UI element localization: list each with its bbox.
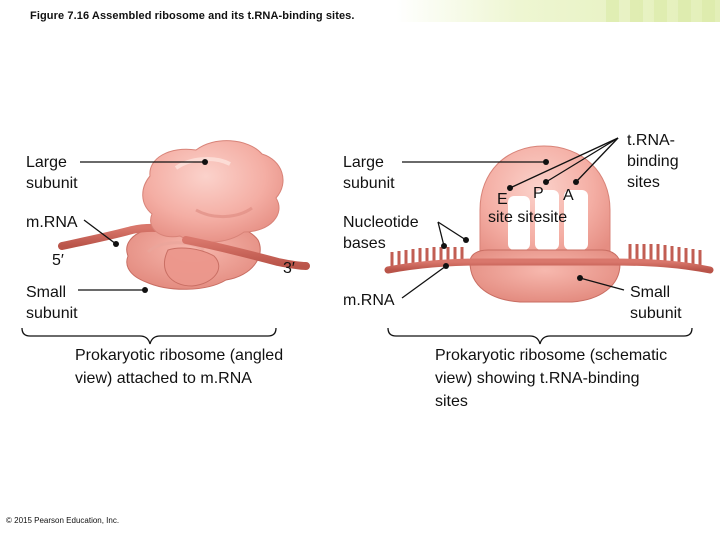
label-small-subunit-left: Small subunit bbox=[26, 284, 78, 322]
copyright-notice: © 2015 Pearson Education, Inc. bbox=[6, 516, 120, 525]
label-trna-binding-sites: t.RNA- binding sites bbox=[627, 132, 679, 191]
figure-title: Figure 7.16 Assembled ribosome and its t… bbox=[30, 10, 355, 22]
label-site-a: A bbox=[563, 187, 574, 204]
title-bar-stripe bbox=[606, 0, 619, 22]
title-bar-stripe bbox=[630, 0, 643, 22]
label-mrna-left: m.RNA bbox=[26, 214, 78, 231]
label-large-subunit-left: Large subunit bbox=[26, 154, 78, 192]
leader-lines bbox=[78, 137, 625, 299]
nucleotide-bases bbox=[390, 244, 702, 268]
schematic-small-subunit bbox=[469, 249, 621, 303]
label-three-prime: 3′ bbox=[283, 260, 295, 277]
caption-right: Prokaryotic ribosome (schematic view) sh… bbox=[435, 347, 668, 410]
left-brace bbox=[21, 327, 277, 345]
large-subunit-shape bbox=[142, 140, 284, 243]
label-small-subunit-right: Small subunit bbox=[630, 284, 682, 322]
leader-dots bbox=[113, 159, 583, 293]
title-bar-stripe bbox=[702, 0, 715, 22]
caption-left: Prokaryotic ribosome (angled view) attac… bbox=[75, 347, 284, 387]
label-nucleotide-bases: Nucleotide bases bbox=[343, 214, 419, 252]
label-large-subunit-right: Large subunit bbox=[343, 154, 395, 192]
mrna-strand-right bbox=[182, 236, 310, 270]
label-five-prime: 5′ bbox=[52, 252, 64, 269]
title-bar-stripe bbox=[654, 0, 667, 22]
schematic-ribosome bbox=[384, 145, 714, 303]
e-site-slot bbox=[508, 196, 530, 250]
angled-ribosome bbox=[58, 140, 310, 290]
label-mrna-right: m.RNA bbox=[343, 292, 395, 309]
p-site-slot bbox=[535, 190, 559, 250]
schematic-mrna bbox=[384, 258, 714, 274]
label-site-words: site sitesite bbox=[488, 209, 568, 226]
title-bar-stripe bbox=[678, 0, 691, 22]
title-bar-background bbox=[0, 0, 720, 22]
label-site-p: P bbox=[533, 185, 544, 202]
a-site-slot bbox=[564, 190, 588, 250]
label-site-e: E bbox=[497, 191, 508, 208]
right-brace bbox=[387, 327, 693, 345]
